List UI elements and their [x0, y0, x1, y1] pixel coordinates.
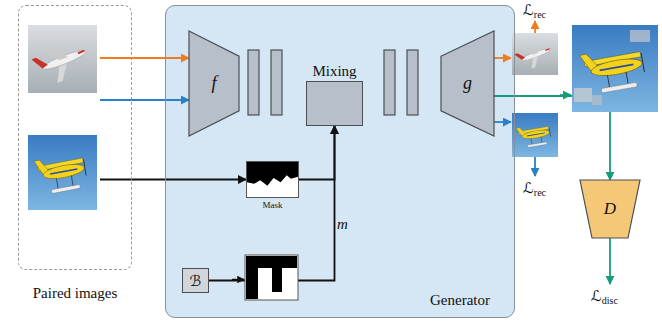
node-label: f [211, 74, 216, 94]
node-label: ℬ [190, 272, 202, 289]
loss-label: ℒrec [523, 2, 546, 20]
encoder-trapezoid: f [189, 31, 239, 136]
generator-box: Generator f Mixing gMaskℬ [165, 5, 515, 318]
generator-background [165, 5, 515, 318]
mixed-image [572, 25, 658, 112]
loss-arrow [534, 21, 536, 33]
mask-image: Mask [246, 161, 299, 198]
loss-subscript: rec [534, 9, 546, 20]
loss-arrow [609, 238, 611, 284]
node-label: g [463, 74, 472, 94]
mask-region [247, 162, 298, 186]
mask-picture [247, 162, 298, 197]
reconstructed-image-airliner [512, 33, 558, 75]
node-label: D [604, 200, 616, 219]
mask-arrow [232, 279, 244, 281]
output-arrow [493, 121, 511, 123]
loss-label: ℒdisc [591, 288, 618, 306]
node-outline-shape [189, 31, 239, 136]
loss-symbol: ℒ [523, 179, 534, 197]
loss-arrow [534, 157, 536, 176]
sampled-mask [245, 255, 298, 300]
connector-arrow [100, 179, 246, 181]
input-image-seaplane [28, 135, 97, 210]
node-label: Paired images [33, 285, 118, 302]
connector-arrow [299, 126, 335, 180]
reconstructed-image-seaplane [512, 113, 558, 157]
mask-symbol: m [337, 216, 348, 233]
output-arrow [560, 94, 571, 96]
node-outline-shape [441, 31, 494, 136]
loss-subscript: rec [534, 187, 546, 198]
node-label: Mixing [312, 63, 356, 80]
mixing-box: Mixing [306, 81, 363, 126]
image-group: Paired images [18, 5, 132, 270]
node-outline-shape [580, 180, 640, 238]
output-arrow [493, 57, 511, 59]
loss-symbol: ℒ [523, 1, 534, 19]
sampler-box: ℬ [182, 268, 209, 293]
connector-arrow [100, 57, 189, 59]
loss-subscript: disc [602, 295, 618, 306]
decoder-trapezoid: g [441, 31, 494, 136]
discriminator-trapezoid: D [580, 180, 640, 238]
node-label: Generator [430, 292, 490, 309]
input-image-airliner [28, 25, 97, 93]
connector-arrow [100, 99, 189, 101]
node-label: Mask [263, 201, 283, 211]
loss-label: ℒrec [523, 180, 546, 198]
loss-symbol: ℒ [591, 287, 602, 305]
